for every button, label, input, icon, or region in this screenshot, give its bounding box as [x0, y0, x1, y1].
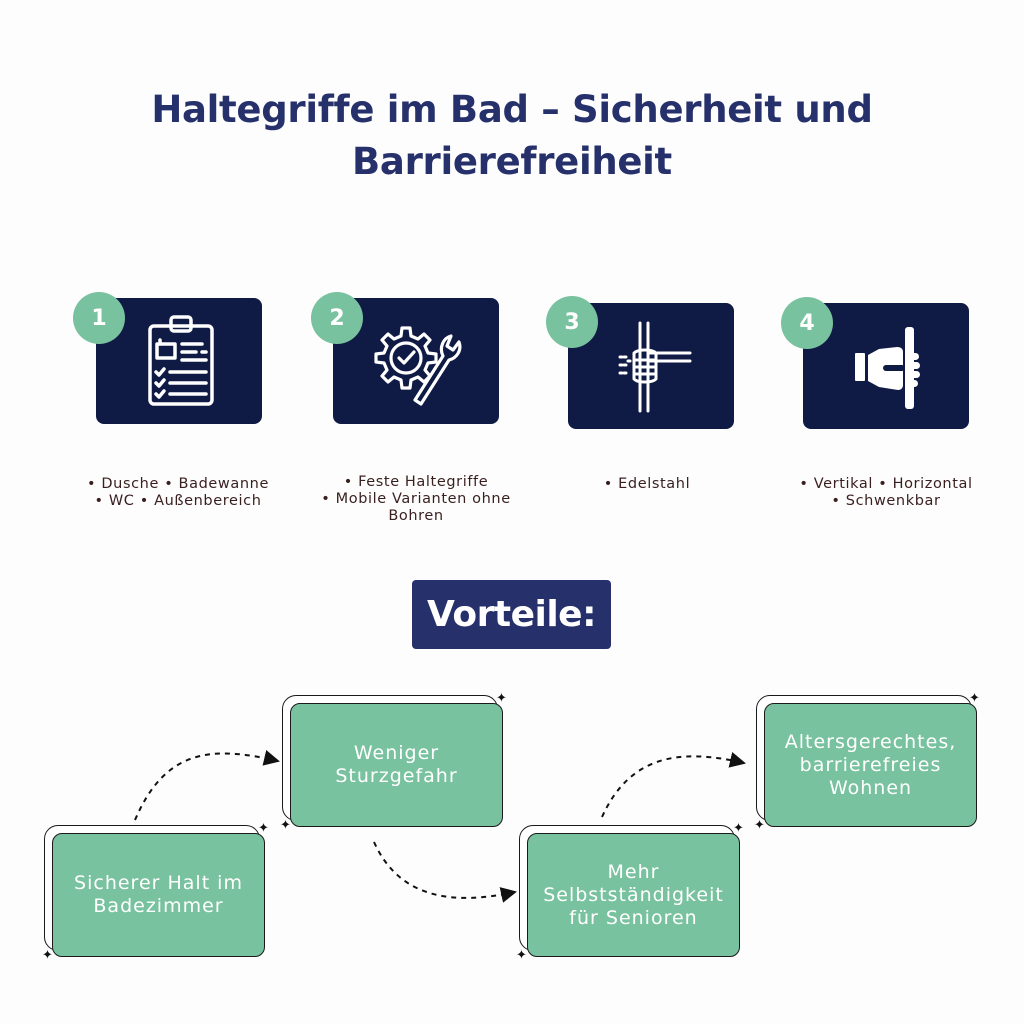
step-4-badge: 4: [781, 297, 833, 349]
arrow-1-to-2: [134, 750, 280, 821]
bullet-line: • Schwenkbar: [831, 493, 941, 509]
hand-grab-bar-icon: [618, 321, 692, 413]
bullet-line: • Vertikal • Horizontal: [799, 476, 973, 492]
benefit-2-box: Weniger Sturzgefahr: [290, 703, 503, 827]
page-title: Haltegriffe im Bad – Sicherheit und Barr…: [0, 84, 1024, 188]
benefit-line: für Senioren: [569, 906, 698, 929]
step-1-badge: 1: [73, 292, 125, 344]
vorteile-heading: Vorteile:: [412, 580, 611, 649]
title-line-2: Barrierefreiheit: [352, 140, 672, 183]
sparkle-icon: ✦: [969, 690, 980, 705]
bullet-line: Bohren: [388, 508, 444, 524]
benefit-3-box: Mehr Selbstständigkeit für Senioren: [527, 833, 740, 957]
step-2-badge: 2: [311, 292, 363, 344]
benefit-4-box: Altersgerechtes, barrierefreies Wohnen: [764, 703, 977, 827]
sparkle-icon: ✦: [516, 947, 527, 962]
clipboard-checklist-icon: [148, 315, 214, 406]
sparkle-icon: ✦: [496, 690, 507, 705]
step-3-bullets: • Edelstahl: [527, 476, 767, 493]
bullet-line: • Edelstahl: [603, 476, 691, 492]
arrow-3-to-4: [601, 752, 746, 818]
sparkle-icon: ✦: [42, 947, 53, 962]
hand-holding-bar-icon: [855, 327, 920, 409]
benefit-line: Badezimmer: [93, 895, 224, 917]
benefit-line: Sturzgefahr: [335, 765, 458, 787]
benefit-line: Wohnen: [828, 776, 913, 799]
benefit-line: Mehr: [607, 860, 660, 883]
benefit-line: Selbstständigkeit: [543, 883, 724, 906]
benefit-line: Sicherer Halt im: [74, 872, 243, 894]
title-line-1: Haltegriffe im Bad – Sicherheit und: [151, 88, 873, 131]
arrow-2-to-3: [373, 841, 517, 903]
benefit-line: Weniger: [353, 742, 440, 764]
benefit-line: Altersgerechtes,: [784, 730, 957, 753]
bullet-line: • WC • Außenbereich: [94, 493, 262, 509]
benefit-1-box: Sicherer Halt im Badezimmer: [52, 833, 265, 957]
step-3-badge: 3: [546, 296, 598, 348]
benefit-line: barrierefreies: [799, 753, 942, 776]
bullet-line: • Feste Haltegriffe: [343, 474, 489, 490]
sparkle-icon: ✦: [754, 817, 765, 832]
bullet-line: • Dusche • Badewanne: [87, 476, 269, 492]
step-2-bullets: • Feste Haltegriffe • Mobile Varianten o…: [296, 474, 536, 525]
bullet-line: • Mobile Varianten ohne: [321, 491, 511, 507]
sparkle-icon: ✦: [280, 817, 291, 832]
sparkle-icon: ✦: [258, 820, 269, 835]
step-4-bullets: • Vertikal • Horizontal • Schwenkbar: [766, 476, 1006, 510]
sparkle-icon: ✦: [733, 820, 744, 835]
step-1-bullets: • Dusche • Badewanne • WC • Außenbereich: [58, 476, 298, 510]
gear-wrench-check-icon: [374, 326, 462, 406]
